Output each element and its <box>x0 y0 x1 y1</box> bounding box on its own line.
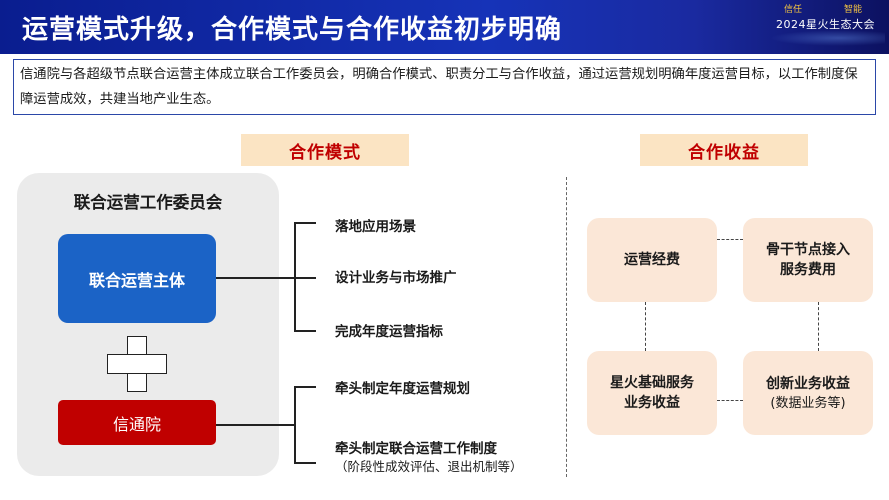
caict-box: 信通院 <box>58 400 216 445</box>
revenue-box-title: 创新业务收益 <box>766 375 850 392</box>
revenue-box-innovation: 创新业务收益 (数据业务等) <box>743 351 873 435</box>
logo-tag-left: 信任 <box>784 5 803 15</box>
duty-item-2: 设计业务与市场推广 <box>335 270 457 286</box>
revenue-box-base-service: 星火基础服务 业务收益 <box>587 351 717 435</box>
duty-item-3: 完成年度运营指标 <box>335 324 443 340</box>
logo-tag-right: 智能 <box>844 5 863 15</box>
intro-text: 信通院与各超级节点联合运营主体成立联合工作委员会，明确合作模式、职责分工与合作收… <box>13 59 876 115</box>
operator-tick <box>294 277 316 279</box>
page-title: 运营模式升级，合作模式与合作收益初步明确 <box>22 15 563 45</box>
revenue-link-top <box>717 239 743 240</box>
revenue-box-title: 运营经费 <box>624 252 680 268</box>
revenue-box-title-line1: 星火基础服务 <box>610 375 694 391</box>
section-divider <box>566 177 567 477</box>
operator-connector <box>216 277 294 279</box>
revenue-box-operating-funds: 运营经费 <box>587 218 717 302</box>
revenue-box-title-line2: 服务费用 <box>780 262 836 278</box>
duty-item-4: 牵头制定年度运营规划 <box>335 381 470 397</box>
revenue-box-title-line1: 骨干节点接入 <box>766 242 850 258</box>
revenue-box-node-access-fee: 骨干节点接入 服务费用 <box>743 218 873 302</box>
operator-box: 联合运营主体 <box>58 234 216 323</box>
caict-brace <box>294 386 316 464</box>
logo-glow <box>770 30 885 46</box>
plus-icon <box>107 336 167 392</box>
revenue-link-left <box>645 302 646 351</box>
cooperation-revenue-heading: 合作收益 <box>640 134 808 166</box>
duty-item-5-note: （阶段性成效评估、退出机制等） <box>335 459 523 474</box>
committee-title: 联合运营工作委员会 <box>73 193 223 212</box>
revenue-box-title-line2: 业务收益 <box>624 395 680 411</box>
cooperation-model-heading: 合作模式 <box>241 134 409 166</box>
committee-panel: 联合运营工作委员会 联合运营主体 信通院 <box>17 173 279 476</box>
revenue-box-note: (数据业务等) <box>770 395 846 411</box>
caict-connector <box>216 424 294 426</box>
duty-item-1: 落地应用场景 <box>335 219 416 235</box>
event-name: 2024星火生态大会 <box>776 18 875 31</box>
duty-item-5: 牵头制定联合运营工作制度 <box>335 441 497 457</box>
revenue-link-right <box>818 302 819 351</box>
title-bar: 运营模式升级，合作模式与合作收益初步明确 信任 智能 2024星火生态大会 <box>0 0 889 54</box>
event-logo: 信任 智能 2024星火生态大会 <box>770 2 885 48</box>
revenue-link-bottom <box>717 400 743 401</box>
